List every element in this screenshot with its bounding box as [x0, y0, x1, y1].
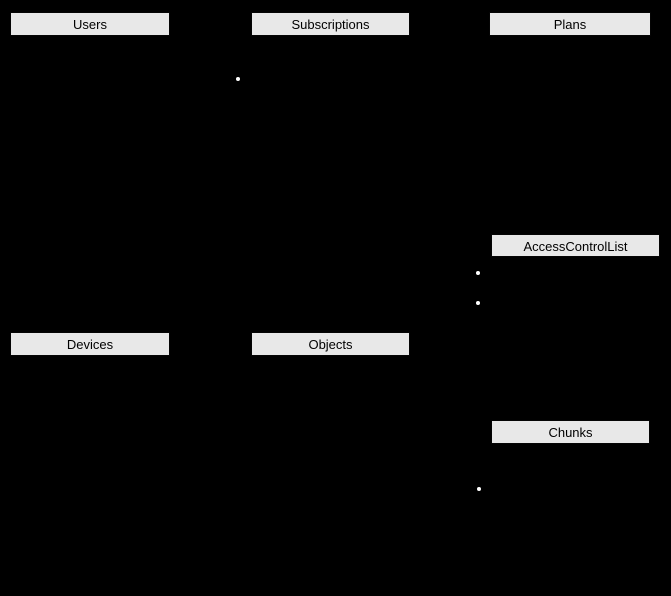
- entity-subscriptions: Subscriptions: [251, 12, 410, 36]
- entity-subscriptions-header: Subscriptions: [251, 12, 410, 36]
- entity-title: Subscriptions: [291, 17, 370, 32]
- entity-title: Objects: [308, 337, 353, 352]
- entity-users: Users: [10, 12, 170, 36]
- list-bullet-icon: [476, 301, 480, 305]
- entity-objects-header: Objects: [251, 332, 410, 356]
- entity-title: Users: [73, 17, 107, 32]
- entity-chunks-header: Chunks: [491, 420, 650, 444]
- entity-accesscontrollist-header: AccessControlList: [491, 234, 660, 257]
- entity-chunks: Chunks: [491, 420, 650, 444]
- entity-devices: Devices: [10, 332, 170, 356]
- entity-title: Plans: [553, 17, 587, 32]
- entity-title: Chunks: [548, 425, 593, 440]
- entity-devices-header: Devices: [10, 332, 170, 356]
- list-bullet-icon: [477, 487, 481, 491]
- entity-title: AccessControlList: [523, 239, 628, 254]
- entity-plans: Plans: [489, 12, 651, 36]
- list-bullet-icon: [236, 77, 240, 81]
- list-bullet-icon: [476, 271, 480, 275]
- entity-accesscontrollist: AccessControlList: [491, 234, 660, 257]
- entity-objects: Objects: [251, 332, 410, 356]
- entity-users-header: Users: [10, 12, 170, 36]
- entity-plans-header: Plans: [489, 12, 651, 36]
- entity-title: Devices: [66, 337, 114, 352]
